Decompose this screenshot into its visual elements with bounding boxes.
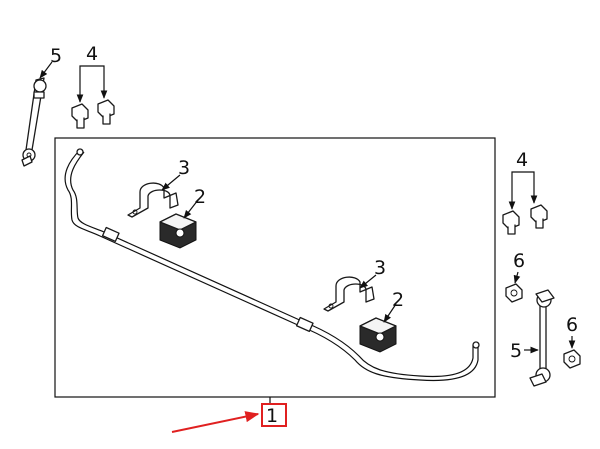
callout-2-lower: 2 [392,289,404,311]
bolts-right [502,204,548,235]
callout-5-right: 5 [510,340,522,362]
highlight-arrow [171,411,260,433]
highlight-box [261,403,287,427]
callout-4-left: 4 [86,43,98,65]
callout-3-upper: 3 [178,157,190,179]
callout-6-upper: 6 [513,250,525,272]
callout-3-lower: 3 [374,257,386,279]
callout-4-right: 4 [516,149,528,171]
nut-upper [505,283,523,303]
callout-6-lower: 6 [566,314,578,336]
bracket-upper [127,182,179,218]
stabilizer-link-right [529,289,555,387]
callout-2-upper: 2 [194,186,206,208]
callout-5-left: 5 [50,45,62,67]
leader-lines [39,61,576,404]
bolts-left [71,99,115,129]
bushing-upper [159,213,197,249]
stabilizer-bar [64,148,480,382]
stabilizer-link-left [21,77,47,167]
bushing-lower [359,317,397,353]
nut-lower [563,349,581,369]
assembly-frame [54,137,496,398]
callout-1: 1 [266,405,278,427]
